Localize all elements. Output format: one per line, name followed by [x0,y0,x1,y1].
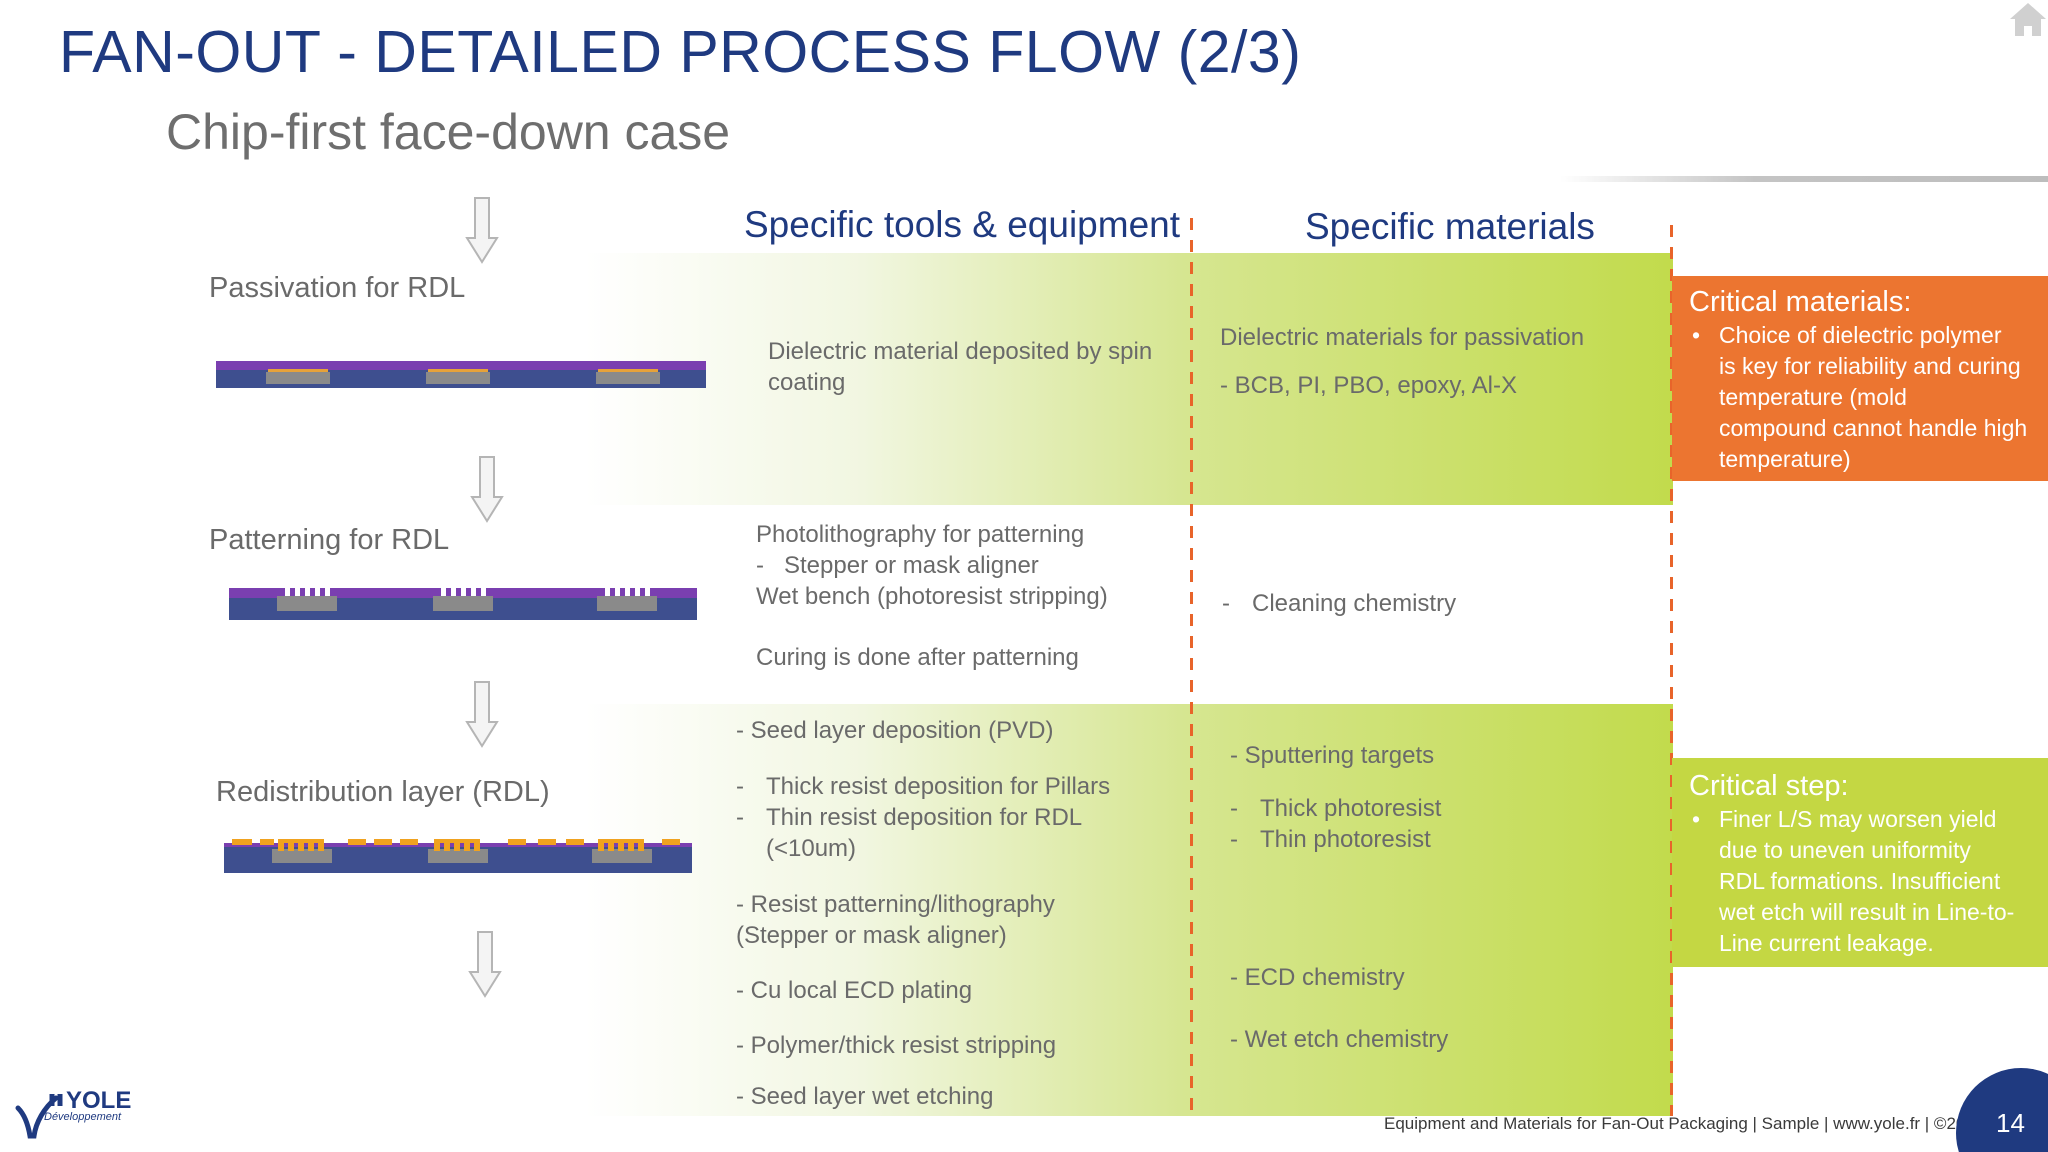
critical-step-line: RDL formations. Insufficient [1719,868,2001,894]
tools-text: (Stepper or mask aligner) [736,922,1007,949]
logo-wordmark: YOLE [66,1087,131,1114]
materials-text: Thin photoresist [1260,826,1431,853]
column-divider [1190,218,1193,1116]
column-header-tools: Specific tools & equipment [744,204,1181,245]
step-label-patterning: Patterning for RDL [209,524,450,556]
materials-text: - ECD chemistry [1230,964,1405,991]
materials-text: Cleaning chemistry [1252,590,1457,617]
header-rule [1560,176,2048,182]
cross-section-passivation [216,358,706,388]
materials-text: - Wet etch chemistry [1230,1026,1449,1053]
critical-materials-title: Critical materials: [1689,286,1912,318]
tools-text: Thin resist deposition for RDL [766,804,1083,831]
step-label-rdl: Redistribution layer (RDL) [216,776,550,808]
tools-text: - Cu local ECD plating [736,977,973,1004]
materials-text: - Sputtering targets [1230,742,1435,769]
column-header-materials: Specific materials [1305,206,1595,247]
bullet-dot: • [1692,322,1701,348]
tools-text: - Resist patterning/lithography [736,891,1055,918]
bullet-dot: • [1692,806,1701,832]
band-rdl [585,704,1673,1116]
critical-materials-bullet: • Choice of dielectric polymer is key fo… [1689,320,2034,475]
tools-text: coating [768,369,846,396]
critical-step-line: Finer L/S may worsen yield [1719,806,1997,832]
tools-text: Stepper or mask aligner [784,552,1039,579]
flow-arrow-icon [470,456,504,523]
cross-section-rdl [224,833,692,873]
tools-text: Curing is done after patterning [756,644,1079,671]
flow-arrow-icon [465,197,499,264]
tools-text: (<10um) [766,835,857,862]
logo-subtitle: Développement [44,1111,122,1123]
critical-step-line: Line current leakage. [1719,930,1934,956]
tools-text: - [756,552,764,579]
home-icon[interactable] [2008,0,2048,40]
slide-subtitle: Chip-first face-down case [166,104,731,160]
step-label-passivation: Passivation for RDL [209,272,466,304]
footer-text: Equipment and Materials for Fan-Out Pack… [1384,1114,1985,1133]
page-number: 14 [1996,1108,2025,1138]
cross-section-patterning [229,584,697,620]
critical-step-bullet: • Finer L/S may worsen yield due to unev… [1689,804,2034,959]
tools-text: Wet bench (photoresist stripping) [756,583,1108,610]
materials-text: - [1230,826,1238,853]
tools-text: Dielectric material deposited by spin [768,338,1153,365]
band-passivation [585,253,1673,505]
critical-step-line: due to uneven uniformity [1719,837,1971,863]
flow-arrow-icon [468,931,502,998]
critical-materials-line: compound cannot handle high [1719,415,2028,441]
tools-text: - [736,773,744,800]
yole-logo: YOLE Développement [14,1074,164,1144]
critical-materials-box: Critical materials: • Choice of dielectr… [1672,276,2048,481]
materials-text: Thick photoresist [1260,795,1442,822]
column-divider [1670,225,1673,1116]
critical-materials-line: is key for reliability and curing [1719,353,2021,379]
materials-text: - [1222,590,1230,617]
critical-step-line: wet etch will result in Line-to- [1719,899,2015,925]
critical-materials-line: temperature) [1719,446,1851,472]
tools-text: Thick resist deposition for Pillars [766,773,1111,800]
materials-text: Dielectric materials for passivation [1220,324,1585,351]
tools-text: Photolithography for patterning [756,521,1085,548]
materials-text: - [1230,795,1238,822]
tools-text: - Seed layer deposition (PVD) [736,717,1054,744]
tools-text: - [736,804,744,831]
materials-text: - BCB, PI, PBO, epoxy, Al-X [1220,372,1517,399]
critical-materials-line: Choice of dielectric polymer [1719,322,2002,348]
critical-step-box: Critical step: • Finer L/S may worsen yi… [1672,758,2048,967]
tools-text: - Polymer/thick resist stripping [736,1032,1057,1059]
tools-text: - Seed layer wet etching [736,1083,994,1110]
slide-title: FAN-OUT - DETAILED PROCESS FLOW (2/3) [59,19,1302,85]
flow-arrow-icon [465,681,499,748]
critical-materials-line: temperature (mold [1719,384,1907,410]
critical-step-title: Critical step: [1689,770,1849,802]
